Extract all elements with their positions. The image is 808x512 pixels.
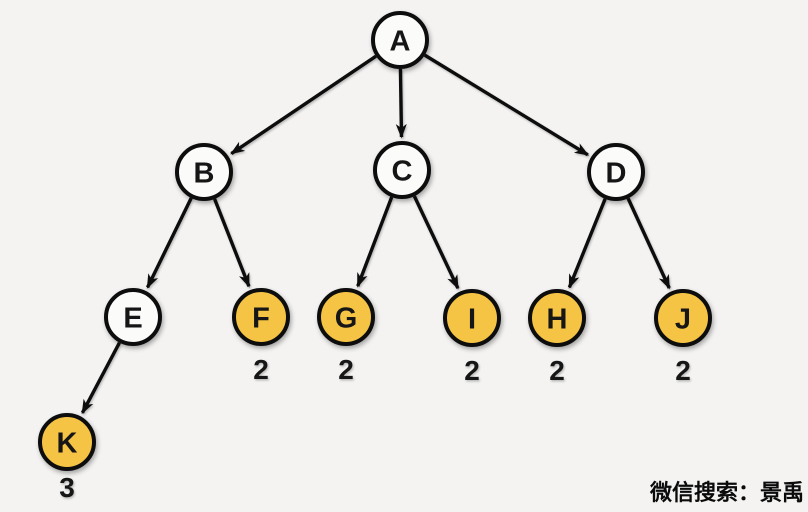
edge-D-J — [626, 197, 671, 290]
depth-labels: 2 2 2 2 2 3 — [59, 354, 691, 503]
depth-label-K: 3 — [59, 472, 75, 503]
node-circle-F — [232, 288, 290, 346]
node-letter-F: F — [252, 302, 270, 334]
node-circle-E — [104, 288, 162, 346]
node-letter-C: C — [392, 155, 413, 187]
node-circle-A — [371, 11, 429, 69]
node-circle-G — [317, 288, 375, 346]
node-circle-B — [175, 143, 233, 201]
node-letter-K: K — [57, 427, 78, 459]
tree-node-K: K — [38, 413, 96, 471]
node-circle-I — [443, 289, 501, 347]
node-letter-G: G — [335, 302, 358, 334]
depth-label-H: 2 — [549, 355, 565, 386]
edge-C-I — [412, 195, 460, 290]
edge-C-G — [356, 196, 394, 288]
node-letter-J: J — [675, 303, 691, 335]
edge-B-F — [213, 198, 251, 288]
tree-node-G: G — [317, 288, 375, 346]
edge-B-E — [145, 197, 193, 289]
node-circle-H — [528, 289, 586, 347]
tree-node-B: B — [175, 143, 233, 201]
tree-node-A: A — [371, 11, 429, 69]
node-letter-D: D — [606, 157, 627, 189]
node-letter-B: B — [194, 157, 215, 189]
tree-node-D: D — [587, 143, 645, 201]
edge-A-C — [395, 68, 407, 139]
depth-label-I: 2 — [464, 355, 480, 386]
tree-node-J: J — [654, 289, 712, 347]
node-circle-C — [373, 141, 431, 199]
node-circle-K — [38, 413, 96, 471]
tree-node-C: C — [373, 141, 431, 199]
tree-edges — [80, 53, 671, 415]
edge-A-D — [423, 53, 590, 157]
depth-label-G: 2 — [338, 354, 354, 385]
node-letter-E: E — [123, 302, 142, 334]
node-letter-I: I — [468, 303, 476, 335]
depth-label-F: 2 — [253, 354, 269, 385]
node-circle-D — [587, 143, 645, 201]
tree-node-E: E — [104, 288, 162, 346]
node-circle-J — [654, 289, 712, 347]
tree-node-H: H — [528, 289, 586, 347]
watermark-text: 微信搜索：景禹 — [649, 480, 804, 505]
edge-A-B — [230, 54, 377, 155]
depth-label-J: 2 — [675, 355, 691, 386]
tree-node-I: I — [443, 289, 501, 347]
node-letter-A: A — [390, 25, 411, 57]
edge-D-H — [567, 198, 607, 289]
node-letter-H: H — [547, 303, 568, 335]
tree-node-F: F — [232, 288, 290, 346]
edge-E-K — [80, 341, 121, 415]
